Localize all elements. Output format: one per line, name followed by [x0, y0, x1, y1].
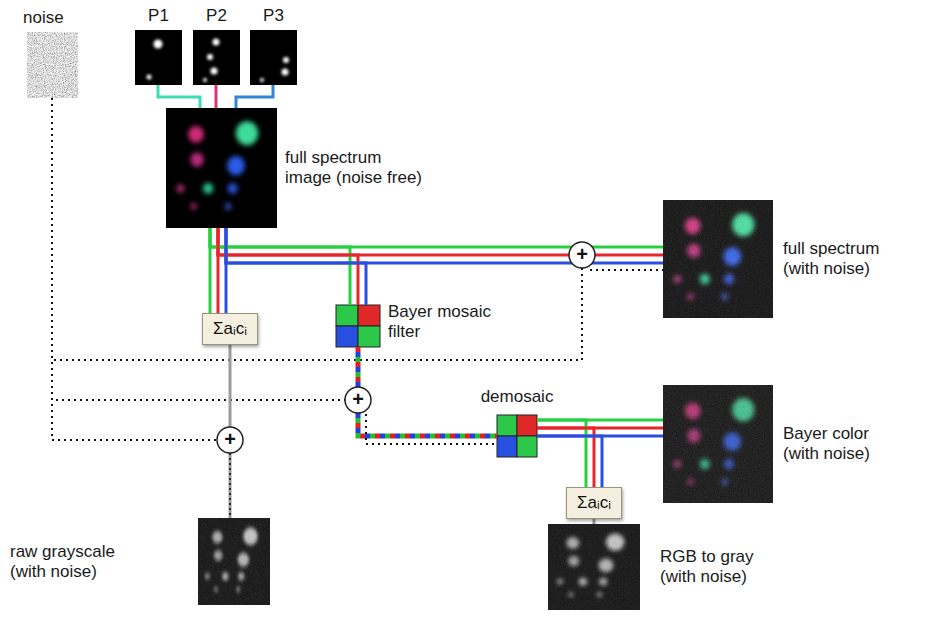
filter-icon-node: Bayer mosaic filter: [336, 305, 380, 347]
connector: [594, 519, 595, 524]
connector-line: [356, 347, 361, 392]
connector: [158, 85, 200, 108]
weighted-sum-box: Σaᵢcᵢ: [202, 313, 258, 345]
bayer-filter-icon: [336, 305, 380, 347]
connector: [216, 85, 217, 108]
connector-line: [229, 345, 232, 432]
connector-line: [229, 448, 231, 518]
connector: [358, 347, 359, 392]
plus-sign: +: [568, 241, 596, 268]
weighted-sum-box: Σaᵢcᵢ: [566, 487, 622, 519]
connector-line: [229, 448, 232, 518]
formula-label: Σaᵢcᵢ: [577, 493, 611, 513]
connector-line: [593, 519, 596, 524]
connector: [52, 98, 350, 400]
connector-line: [215, 85, 218, 108]
bayer-color-image: [663, 385, 773, 503]
source-image-node: P2: [193, 30, 240, 85]
node-label: full spectrum (with noise): [783, 239, 882, 279]
image-panel: raw grayscale (with noise): [198, 518, 270, 605]
connector-line: [537, 420, 586, 487]
connector-line: [52, 98, 350, 400]
node-label: Bayer color (with noise): [783, 424, 873, 464]
connector-line: [358, 408, 497, 436]
image-panel: Bayer color (with noise): [663, 385, 773, 503]
node-label: raw grayscale (with noise): [10, 542, 118, 582]
plus-sign: +: [216, 426, 244, 453]
node-label: demosaic: [481, 387, 554, 407]
connector-line: [210, 228, 350, 305]
connector-line: [226, 228, 366, 305]
connector-line: [52, 98, 222, 440]
grayscale-image: [548, 524, 640, 610]
sum-circle-outline: [345, 387, 371, 413]
source-image: [193, 30, 240, 85]
node-label: full spectrum image (noise free): [285, 148, 425, 188]
image-panel: RGB to gray (with noise): [548, 524, 640, 610]
connector-line: [590, 246, 663, 249]
connector-line: [537, 436, 602, 487]
connector-line: [218, 228, 358, 305]
sum-circle-outline: [569, 242, 595, 268]
spectrum-noisy-image: [663, 200, 773, 318]
source-image-node: P1: [135, 30, 182, 85]
node-label: P1: [148, 6, 169, 26]
connector-line: [590, 262, 663, 265]
plus-sign: +: [344, 386, 372, 413]
node-label: P2: [206, 6, 227, 26]
connector-line: [210, 228, 574, 247]
node-label: noise: [23, 8, 64, 28]
sum-node: +: [216, 426, 244, 454]
connector-line: [358, 408, 497, 436]
connector-line: [358, 408, 497, 436]
connector: [358, 408, 497, 444]
connector-line: [356, 347, 361, 392]
connector-line: [590, 269, 663, 271]
node-label: RGB to gray (with noise): [660, 547, 756, 587]
filter-icon-node: demosaic: [497, 415, 537, 457]
source-image: [250, 30, 297, 85]
formula-label: Σaᵢcᵢ: [213, 319, 247, 339]
connector: [230, 448, 231, 518]
connector: [52, 98, 582, 360]
connector-line: [218, 228, 574, 255]
noise-image-node: noise: [27, 32, 78, 98]
connector-line: [590, 254, 663, 257]
connector: [52, 98, 222, 440]
connector-line: [158, 85, 200, 108]
grayscale-image: [198, 518, 270, 605]
node-label: Bayer mosaic filter: [388, 302, 508, 342]
connector: [236, 85, 273, 108]
connector-line: [52, 98, 582, 360]
connector-line: [356, 347, 361, 392]
connector: [210, 228, 366, 305]
connector: [590, 247, 663, 270]
node-label: P3: [263, 6, 284, 26]
source-image: [135, 30, 182, 85]
noise-image: [27, 32, 78, 98]
sum-node: +: [568, 241, 596, 269]
source-image-node: P3: [250, 30, 297, 85]
image-panel: full spectrum (with noise): [663, 200, 773, 318]
connector: [537, 420, 602, 487]
sum-node: +: [344, 386, 372, 414]
image-panel: full spectrum image (noise free): [166, 108, 277, 228]
connector-line: [366, 408, 497, 444]
demosaic-icon: [497, 415, 537, 457]
sum-circle-outline: [217, 427, 243, 453]
spectrum-image: [166, 108, 277, 228]
connector: [230, 345, 231, 432]
connector-line: [236, 85, 273, 108]
